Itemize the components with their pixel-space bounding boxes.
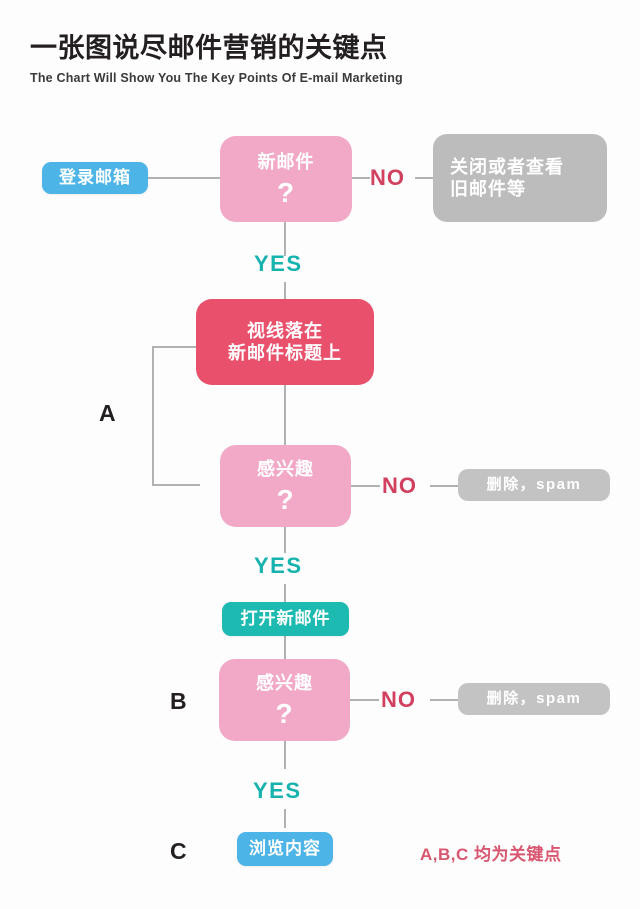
connector-no-to-closeview [415, 177, 433, 179]
connector-interested-b-down-upper [284, 741, 286, 769]
connector-no-to-delete-a [430, 485, 458, 487]
connector-interested-a-to-no [351, 485, 380, 487]
page-title: 一张图说尽邮件营销的关键点 [30, 33, 388, 63]
connector-no-to-delete-b [430, 699, 458, 701]
node-delete-spam-a[interactable]: 删除，spam [458, 469, 610, 501]
node-new-mail-question-mark: ? [276, 177, 296, 209]
node-gaze-line1: 视线落在 [247, 320, 323, 341]
connector-interested-a-down-lower [284, 584, 286, 602]
node-browse-content[interactable]: 浏览内容 [237, 832, 333, 866]
node-interested-b-label: 感兴趣 [256, 672, 313, 693]
chart-header: 一张图说尽邮件营销的关键点 The Chart Will Show You Th… [30, 33, 610, 85]
connector-interested-b-down-lower [284, 809, 286, 828]
connector-newmail-to-no [352, 177, 370, 179]
node-delete-spam-b-label: 删除，spam [486, 689, 582, 707]
connector-interested-b-to-no [350, 699, 379, 701]
connector-login-to-newmail [148, 177, 220, 179]
node-close-or-view-old[interactable]: 关闭或者查看 旧邮件等 [433, 134, 607, 222]
connector-gaze-to-interested-a [284, 385, 286, 445]
label-yes-row-b: YES [253, 778, 302, 803]
node-interested-a-question-mark: ? [276, 484, 295, 516]
node-interested-decision-a[interactable]: 感兴趣 ? [220, 445, 351, 527]
connector-newmail-down-upper [284, 222, 286, 256]
label-key-point-b: B [170, 688, 187, 714]
node-gaze-line2: 新邮件标题上 [228, 343, 342, 363]
label-no-row-b: NO [381, 687, 416, 712]
node-interested-decision-b[interactable]: 感兴趣 ? [219, 659, 350, 741]
node-new-mail-label: 新邮件 [257, 151, 315, 172]
connector-newmail-down-lower [284, 282, 286, 299]
node-login-mailbox-label: 登录邮箱 [59, 168, 131, 188]
node-close-or-view-line1: 关闭或者查看 [450, 156, 564, 177]
label-no-row1: NO [370, 165, 405, 190]
footnote-key-points: A,B,C 均为关键点 [420, 845, 562, 864]
bracket-loop-a [152, 346, 200, 486]
label-no-row-a: NO [382, 473, 417, 498]
node-interested-b-question-mark: ? [275, 698, 294, 730]
connector-openmail-to-interested-b [284, 636, 286, 659]
node-interested-a-label: 感兴趣 [257, 458, 314, 479]
label-yes-row-a: YES [254, 553, 303, 578]
node-browse-content-label: 浏览内容 [249, 839, 321, 859]
node-delete-spam-b[interactable]: 删除，spam [458, 683, 610, 715]
connector-interested-a-down-upper [284, 527, 286, 553]
node-login-mailbox[interactable]: 登录邮箱 [42, 162, 148, 194]
node-open-new-mail[interactable]: 打开新邮件 [222, 602, 349, 636]
node-gaze-on-subject[interactable]: 视线落在 新邮件标题上 [196, 299, 374, 385]
label-key-point-a: A [99, 400, 116, 426]
node-delete-spam-a-label: 删除，spam [486, 475, 582, 493]
page-subtitle: The Chart Will Show You The Key Points O… [30, 70, 403, 85]
label-key-point-c: C [170, 838, 187, 864]
label-yes-row1: YES [254, 251, 303, 276]
node-open-new-mail-label: 打开新邮件 [240, 609, 331, 629]
node-close-or-view-line2: 旧邮件等 [450, 179, 526, 199]
node-new-mail-decision[interactable]: 新邮件 ? [220, 136, 352, 222]
